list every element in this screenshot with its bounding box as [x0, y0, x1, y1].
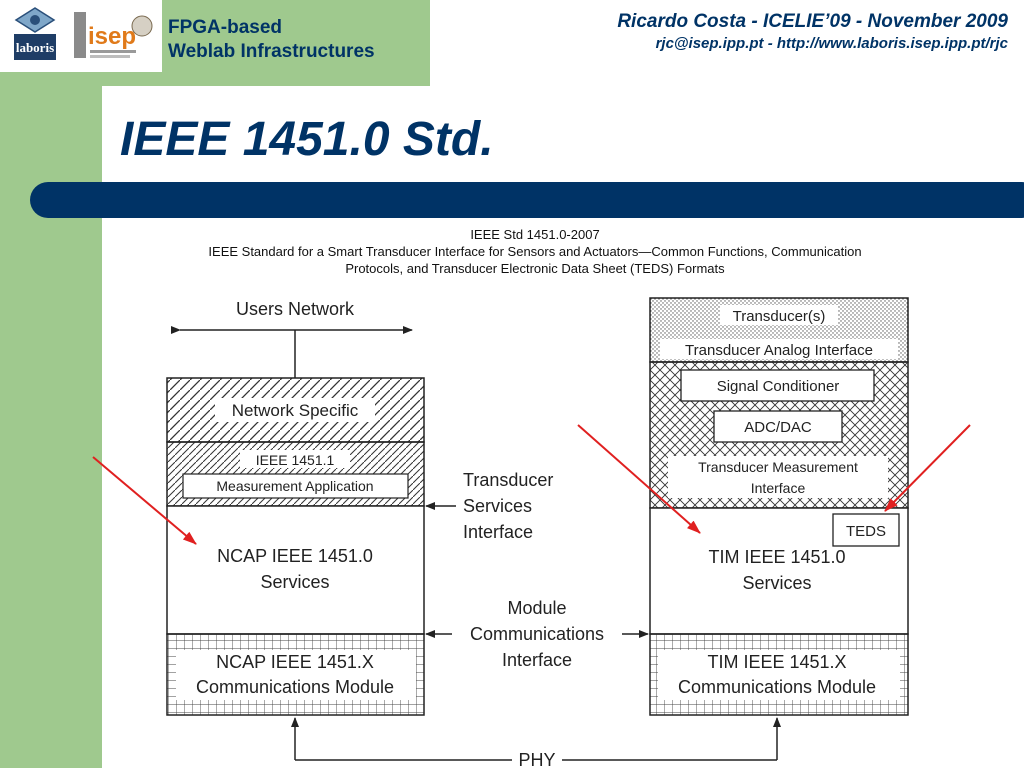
- highlight-arrow-ncap: [92, 456, 197, 545]
- teds-label: TEDS: [846, 523, 886, 540]
- measurement-interface-label-line2: Interface: [751, 480, 806, 496]
- ncap-comm-label-line2: Communications Module: [196, 677, 394, 697]
- left-sidebar: [0, 0, 102, 768]
- adc-dac-label: ADC/DAC: [744, 419, 812, 436]
- tim-comm-label-bg: [658, 650, 900, 700]
- tsi-label-line3: Interface: [463, 522, 533, 542]
- tsi-label-line2: Services: [463, 496, 532, 516]
- doc-heading-line1: IEEE Std 1451.0-2007: [470, 227, 600, 242]
- ncap-services-label-line1: NCAP IEEE 1451.0: [217, 546, 373, 566]
- author-info: Ricardo Costa - ICELIE’09 - November 200…: [617, 10, 1008, 54]
- mci-label-line2: Communications: [470, 624, 604, 644]
- ncap-comm-label-bg: [176, 650, 416, 700]
- laboris-logo: laboris: [4, 4, 66, 66]
- measurement-interface-label-bg: [668, 456, 888, 498]
- network-specific-label: Network Specific: [232, 401, 359, 420]
- mci-label-line1: Module: [507, 598, 566, 618]
- contact-line: rjc@isep.ipp.pt - http://www.laboris.ise…: [655, 35, 1008, 52]
- network-specific-label-bg: [215, 398, 375, 422]
- teds-box: [832, 513, 900, 547]
- signal-conditioner-box: [680, 369, 875, 402]
- laboris-logo-text: laboris: [16, 40, 54, 55]
- measurement-interface-label-line1: Transducer Measurement: [698, 459, 858, 475]
- analog-interface-label-bg: [660, 339, 898, 359]
- tim-comm-label-line2: Communications Module: [678, 677, 876, 697]
- phy-label: PHY: [518, 750, 555, 768]
- analog-interface-label: Transducer Analog Interface: [685, 342, 873, 359]
- measurement-application-label: Measurement Application: [216, 478, 373, 494]
- author-line: Ricardo Costa - ICELIE’09 - November 200…: [617, 11, 1008, 32]
- transducers-label-bg: [720, 305, 838, 325]
- tim-services-label-line2: Services: [742, 573, 811, 593]
- doc-heading-line3: Protocols, and Transducer Electronic Dat…: [345, 261, 725, 276]
- highlight-arrow-tim: [577, 424, 701, 534]
- measurement-application-box: [182, 473, 409, 499]
- transducers-label: Transducer(s): [733, 308, 826, 325]
- ieee-1451-1-label-bg: [240, 450, 350, 468]
- logo-strip: laboris isep: [0, 0, 162, 72]
- presentation-title-line2: Weblab Infrastructures: [168, 41, 375, 62]
- doc-heading-line2: IEEE Standard for a Smart Transducer Int…: [208, 244, 862, 259]
- slide-title: IEEE 1451.0 Std.: [120, 113, 494, 166]
- signal-conditioner-label: Signal Conditioner: [717, 378, 840, 395]
- ncap-services-label-line2: Services: [260, 572, 329, 592]
- highlight-arrow-teds: [884, 424, 971, 512]
- tim-comm-label-line1: TIM IEEE 1451.X: [707, 652, 846, 672]
- mci-label-line3: Interface: [502, 650, 572, 670]
- isep-logo: isep: [72, 4, 154, 66]
- users-network-label: Users Network: [236, 299, 355, 319]
- ieee-1451-1-label: IEEE 1451.1: [256, 452, 335, 468]
- ncap-services-block: [166, 505, 425, 635]
- tsi-label-line1: Transducer: [463, 470, 553, 490]
- document-heading: IEEE Std 1451.0-2007 IEEE Standard for a…: [150, 226, 920, 277]
- presentation-title-line1: FPGA-based: [168, 17, 283, 38]
- tim-services-label-line1: TIM IEEE 1451.0: [708, 547, 845, 567]
- adc-dac-box: [713, 410, 843, 443]
- title-divider-bar: [30, 182, 1024, 218]
- ncap-comm-label-line1: NCAP IEEE 1451.X: [216, 652, 374, 672]
- isep-logo-text: isep: [88, 23, 136, 50]
- presentation-title: FPGA-based Weblab Infrastructures: [168, 16, 375, 64]
